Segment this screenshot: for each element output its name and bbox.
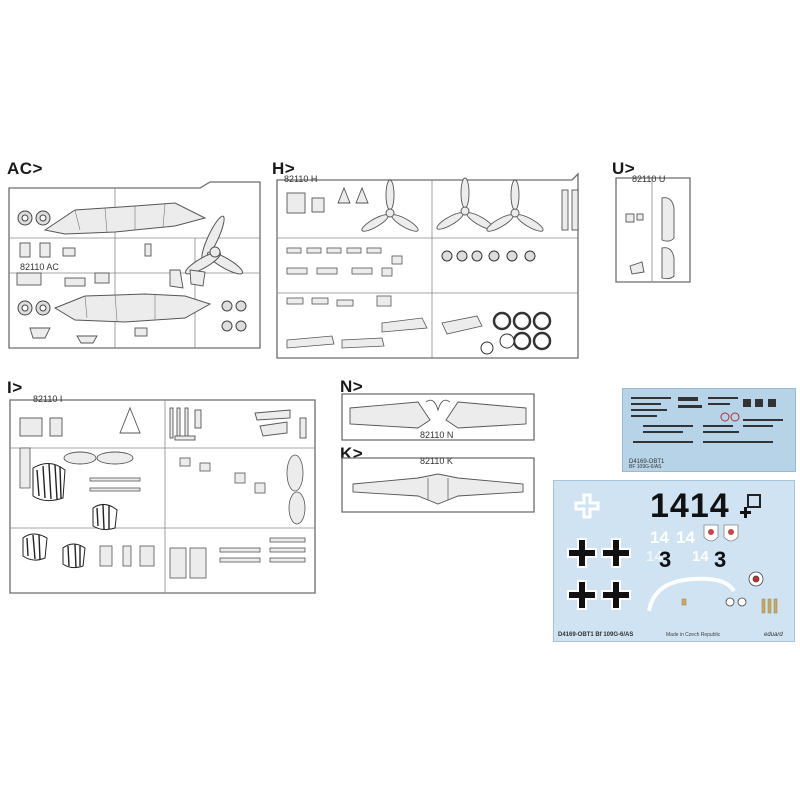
decal-number-14-a: 14	[650, 528, 669, 547]
small-decal-sheet: D4169-OBT1 BF 109G-6/AS	[622, 388, 796, 472]
wheel-parts	[17, 210, 247, 332]
decal-numeral-3-a: 3	[659, 547, 671, 572]
wing-halves-n	[349, 399, 527, 429]
balkenkreuz-white-outline	[574, 493, 600, 519]
decal-number-14-faded: 14	[646, 548, 663, 565]
large-decal-sheet: 1414 14 14 14 3 3 14	[553, 480, 795, 642]
sheet-label-h: H>	[272, 159, 296, 178]
sprue-ac: 82110 AC	[5, 178, 270, 353]
small-decal-code: D4169-OBT1	[629, 459, 665, 465]
tyre-parts-h	[441, 250, 552, 355]
fuselage-half-lower	[53, 293, 212, 323]
decal-footer-mid: Made in Czech Republic	[666, 632, 721, 638]
sprue-code-n: 82110 N	[420, 430, 453, 440]
ribbed-panel-parts	[22, 463, 118, 569]
sprue-n: 82110 N	[338, 390, 538, 445]
propeller-part	[185, 215, 243, 275]
decal-footer-right: eduard	[764, 632, 783, 638]
tail-marking-decals	[747, 494, 761, 508]
sheet-label-u: U>	[612, 159, 636, 178]
sheet-label-n: N>	[340, 377, 364, 396]
decal-number-14-b: 14	[676, 528, 695, 547]
sprue-code-h: 82110 H	[284, 174, 317, 184]
sheet-label-ac: AC>	[7, 159, 43, 178]
roundel-decals	[725, 571, 764, 607]
lower-wing-part-k	[352, 473, 524, 505]
sprue-code-u: 82110 U	[632, 174, 665, 184]
white-swoosh-decal	[647, 576, 736, 612]
sprue-u: 82110 U	[612, 168, 694, 286]
decal-footer-left: D4169-OBT1 Bf 109G-6/AS	[558, 632, 633, 638]
sheet-label-i: I>	[7, 378, 23, 397]
decal-number-14-c: 14	[692, 548, 709, 565]
stencil-decals	[681, 598, 778, 614]
propeller-parts-h	[286, 177, 579, 232]
sprue-code-ac: 82110 AC	[20, 262, 59, 272]
decal-number-1414: 1414	[650, 487, 730, 525]
sprue-code-k: 82110 K	[420, 456, 453, 466]
small-decal-caption: BF 109G-6/AS	[629, 464, 662, 470]
sprue-i: 82110 I	[5, 388, 323, 598]
fuselage-half-upper	[43, 202, 207, 235]
balkenkreuz-large-decals	[567, 538, 631, 610]
sprue-h: 82110 H	[272, 168, 590, 363]
sprue-k: 82110 K	[338, 452, 538, 517]
small-black-cross	[740, 507, 751, 518]
sprue-code-i: 82110 I	[33, 394, 62, 404]
decal-numeral-3-b: 3	[714, 547, 726, 572]
badge-decals	[703, 524, 739, 542]
